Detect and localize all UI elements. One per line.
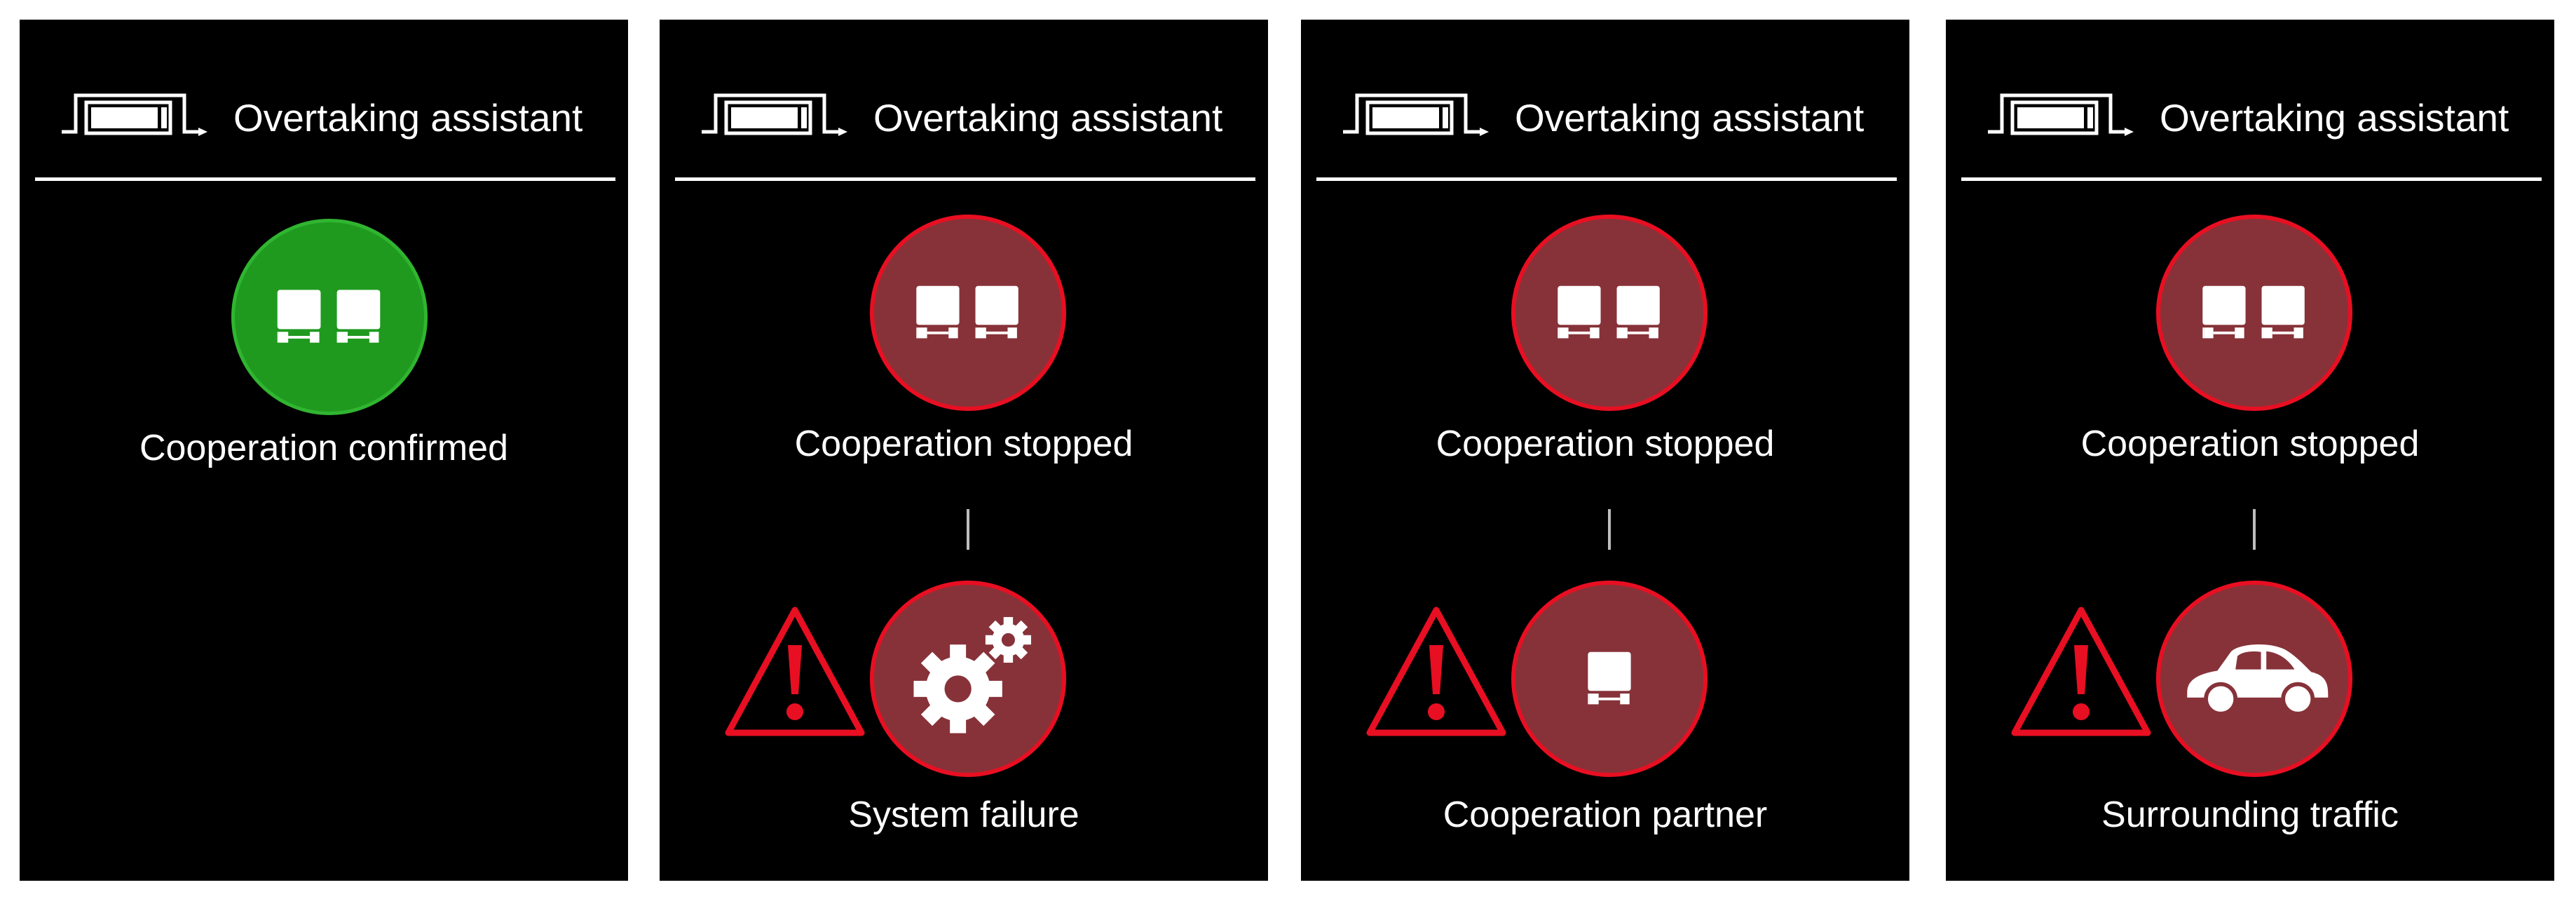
status-label: Cooperation stopped — [1436, 424, 1775, 464]
status-indicator — [870, 215, 1066, 411]
status-indicator — [231, 219, 428, 415]
panel-confirmed: Overtaking assistant Cooperation confirm… — [20, 20, 628, 881]
status-label: Cooperation stopped — [794, 424, 1133, 464]
header-divider — [675, 177, 1255, 181]
reason-indicator — [1511, 581, 1708, 777]
panel-header: Overtaking assistant — [1946, 69, 2554, 181]
connector-line — [2253, 509, 2256, 550]
connector-line — [1608, 509, 1611, 550]
two-trucks-icon — [874, 219, 1062, 407]
status-label: Cooperation confirmed — [139, 428, 509, 468]
header-title: Overtaking assistant — [1515, 96, 1865, 140]
header-divider — [35, 177, 615, 181]
car-icon — [2187, 644, 2329, 716]
panel-system-failure: Overtaking assistant Cooperation stopped — [660, 20, 1268, 881]
warning-icon — [2008, 603, 2155, 740]
header-divider — [1961, 177, 2542, 181]
header-title: Overtaking assistant — [2160, 96, 2509, 140]
connector-line — [967, 509, 969, 550]
two-trucks-icon — [1515, 219, 1703, 407]
overtaking-truck-icon — [1343, 88, 1490, 137]
gears-icon — [913, 616, 1031, 733]
panel-surrounding-traffic: Overtaking assistant Cooperation stopped… — [1946, 20, 2554, 881]
overtaking-truck-icon — [62, 88, 209, 137]
panel-cooperation-partner: Overtaking assistant Cooperation stopped… — [1301, 20, 1909, 881]
overtaking-truck-icon — [702, 88, 849, 137]
status-indicator — [1511, 215, 1708, 411]
reason-label: System failure — [848, 795, 1079, 835]
panel-header: Overtaking assistant — [1301, 69, 1909, 181]
two-trucks-icon — [2160, 219, 2348, 407]
truck-icon — [1588, 651, 1631, 705]
reason-label: Cooperation partner — [1443, 795, 1768, 835]
header-title: Overtaking assistant — [873, 96, 1223, 140]
status-indicator — [2156, 215, 2352, 411]
warning-icon — [1363, 603, 1510, 740]
header-divider — [1316, 177, 1897, 181]
overtaking-truck-icon — [1988, 88, 2135, 137]
reason-indicator — [2156, 581, 2352, 777]
panel-header: Overtaking assistant — [660, 69, 1268, 181]
two-trucks-icon — [235, 222, 424, 412]
status-label: Cooperation stopped — [2080, 424, 2420, 464]
reason-indicator — [870, 581, 1066, 777]
panel-header: Overtaking assistant — [20, 69, 628, 181]
reason-label: Surrounding traffic — [2101, 795, 2399, 835]
header-title: Overtaking assistant — [233, 96, 583, 140]
warning-icon — [721, 603, 868, 740]
